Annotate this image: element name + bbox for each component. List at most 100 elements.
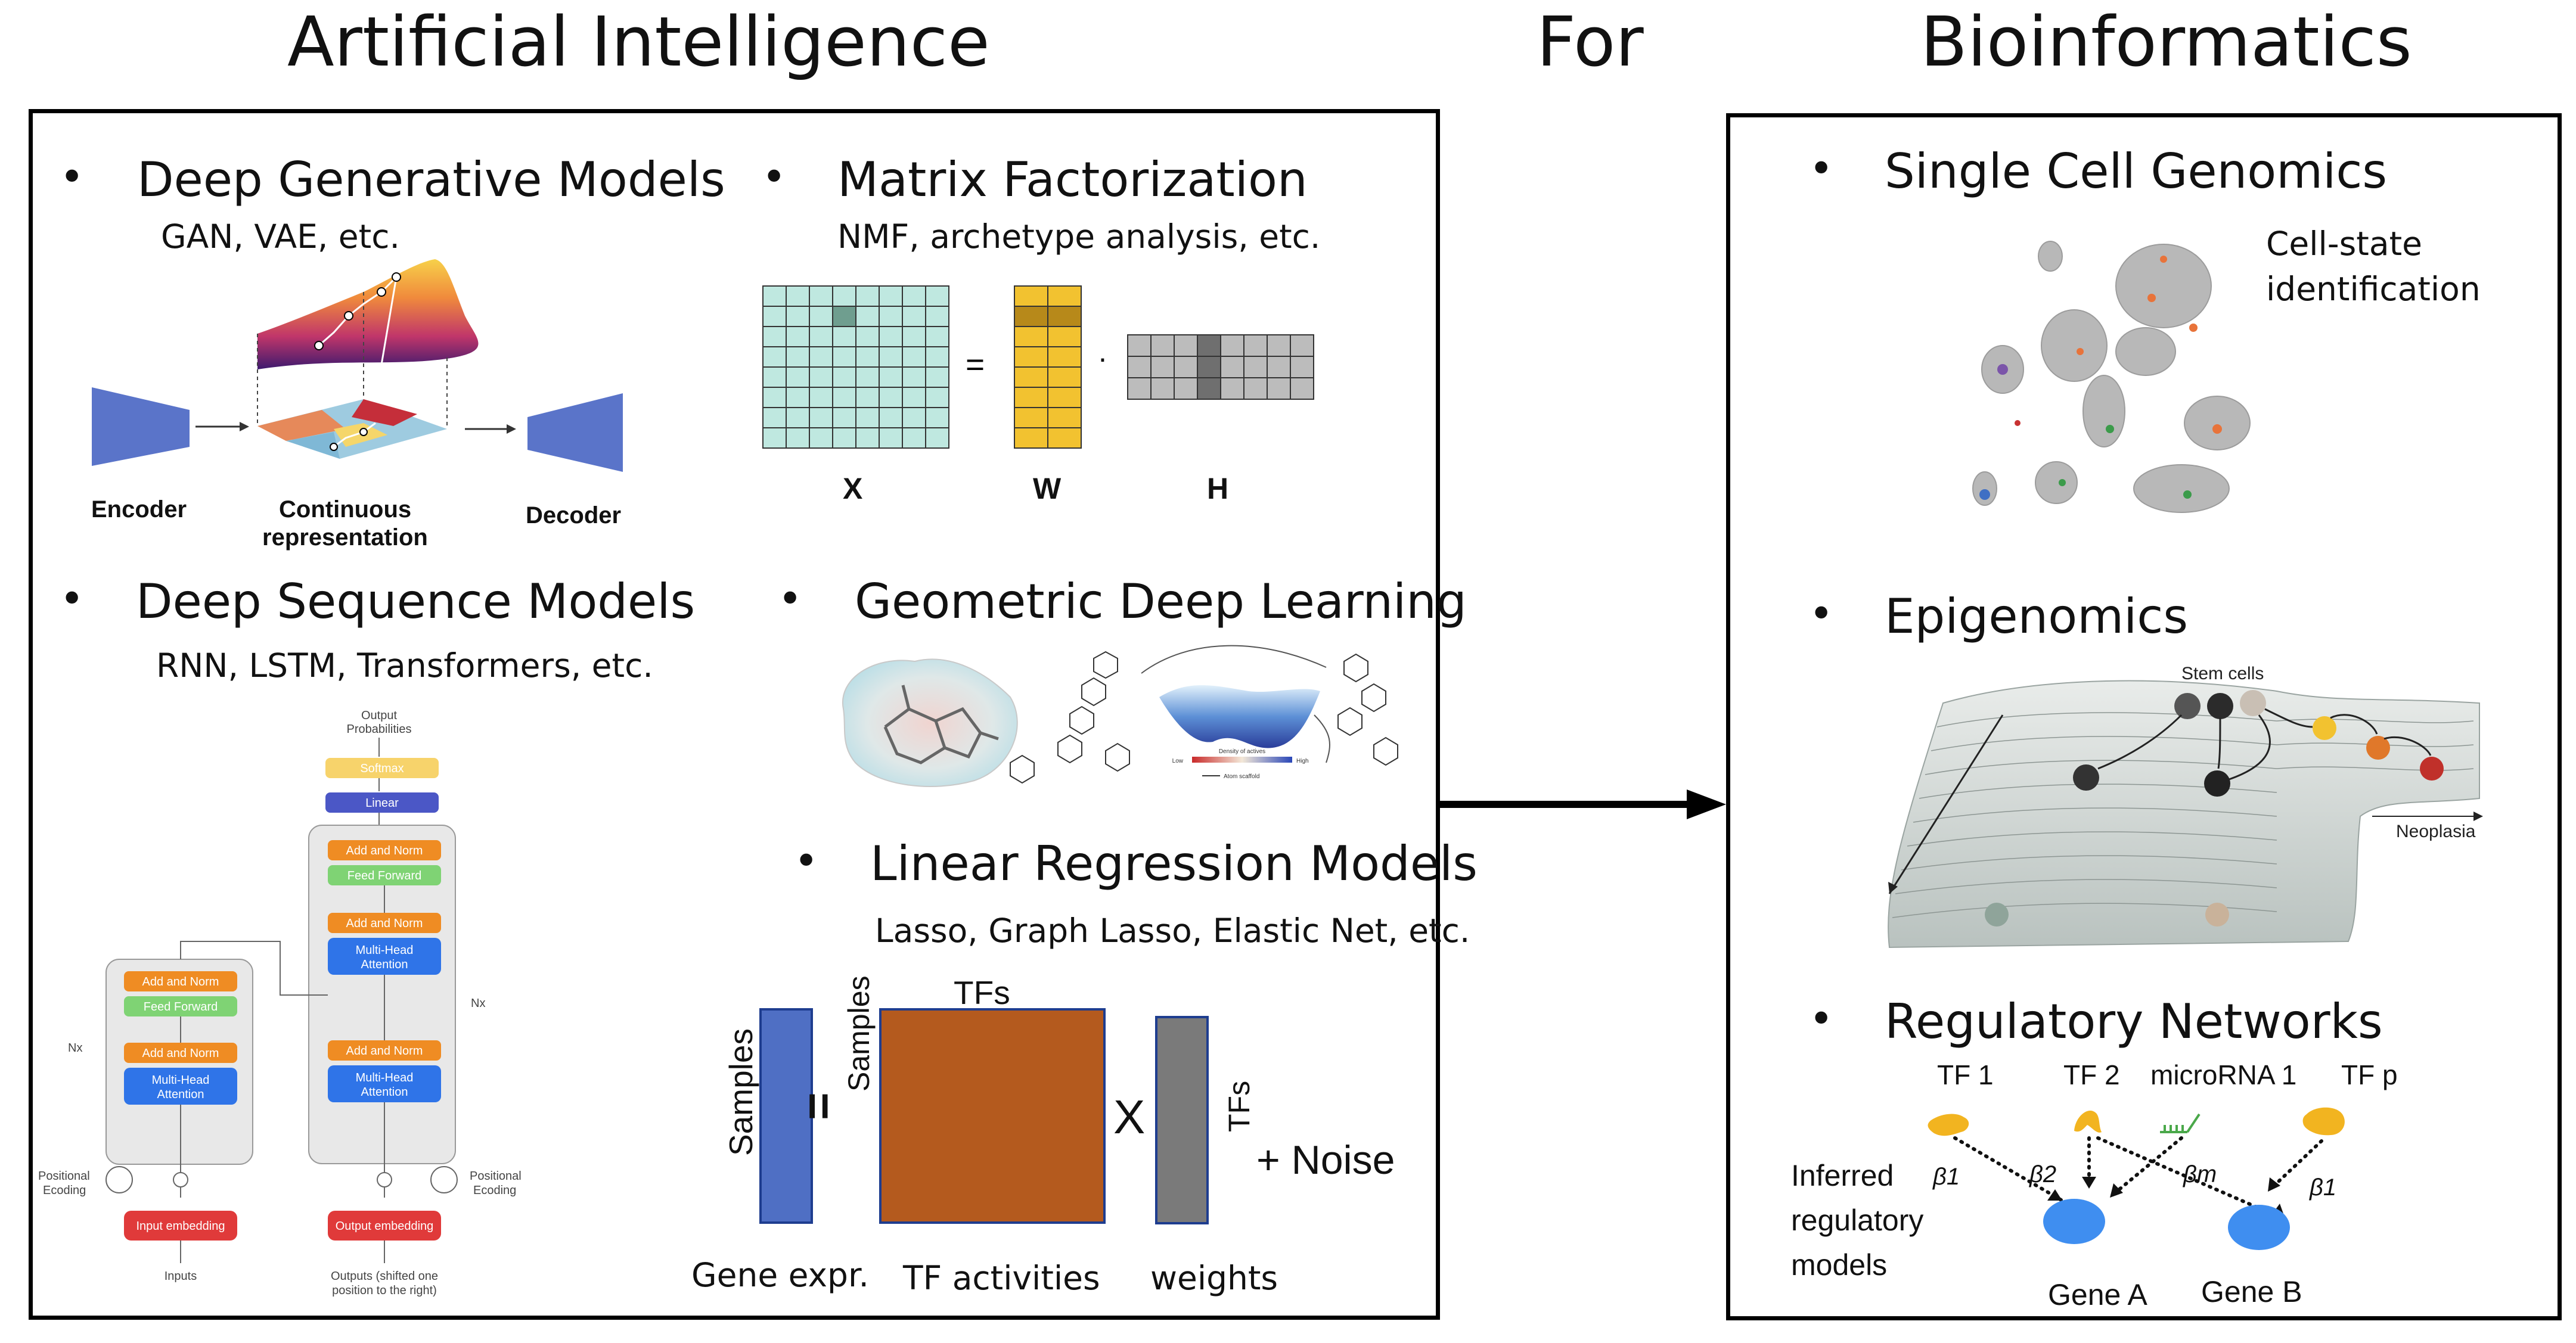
matrix-x-cell bbox=[925, 346, 949, 368]
scg-note-2: identification bbox=[2266, 270, 2481, 308]
matrix-x-cell bbox=[786, 346, 810, 368]
matrix-w-cell bbox=[1047, 407, 1082, 428]
matrix-w-cell bbox=[1014, 285, 1048, 307]
svg-text:Add and Norm: Add and Norm bbox=[346, 1044, 423, 1058]
matrix-h-cell bbox=[1267, 356, 1291, 378]
svg-text:Nx: Nx bbox=[471, 997, 485, 1010]
scg-title: Single Cell Genomics bbox=[1885, 144, 2388, 199]
svg-text:position to the right): position to the right) bbox=[332, 1284, 437, 1297]
mirna-shape bbox=[2160, 1113, 2201, 1133]
dgm-title: Deep Generative Models bbox=[137, 152, 725, 207]
matrix-x-cell bbox=[902, 285, 926, 307]
matrix-w-cell bbox=[1014, 366, 1048, 388]
decoder-label: Decoder bbox=[526, 502, 622, 529]
bullet: • bbox=[794, 837, 819, 885]
bullet: • bbox=[778, 574, 803, 623]
mf-title: Matrix Factorization bbox=[837, 152, 1308, 207]
svg-text:Input embedding: Input embedding bbox=[136, 1220, 225, 1233]
matrix-x-cell bbox=[855, 285, 880, 307]
svg-text:Multi-Head: Multi-Head bbox=[152, 1074, 210, 1087]
matrix-h-cell bbox=[1150, 356, 1175, 378]
svg-text:Attention: Attention bbox=[361, 958, 408, 971]
matrix-x-cell bbox=[832, 326, 856, 347]
matrix-x-cell bbox=[855, 387, 880, 408]
vae-diagram bbox=[92, 259, 623, 472]
svg-text:Feed Forward: Feed Forward bbox=[347, 869, 422, 882]
matrix-h-cell bbox=[1267, 377, 1291, 400]
matrix-x-cell bbox=[832, 366, 856, 388]
tfp-shape bbox=[2302, 1107, 2345, 1136]
matrix-h-cell bbox=[1127, 377, 1152, 400]
gene-b-node bbox=[2228, 1205, 2290, 1250]
tf2-label: TF 2 bbox=[2063, 1059, 2120, 1090]
encoder-shape bbox=[92, 387, 190, 466]
matrix-x-cell bbox=[786, 427, 810, 449]
dsm-title: Deep Sequence Models bbox=[136, 574, 696, 629]
matrix-x-cell bbox=[902, 366, 926, 388]
beta2: β2 bbox=[2029, 1161, 2056, 1187]
noise-label: + Noise bbox=[1256, 1137, 1395, 1183]
inferred-3: models bbox=[1791, 1248, 1887, 1282]
matrix-x-cell bbox=[879, 387, 903, 408]
matrix-h-cell bbox=[1150, 334, 1175, 357]
matrix-w-cell bbox=[1047, 306, 1082, 327]
matrix-h-cell bbox=[1220, 356, 1244, 378]
matrix-x-cell bbox=[832, 387, 856, 408]
lrm-title: Linear Regression Models bbox=[870, 836, 1478, 891]
samples-left-label: Samples bbox=[722, 1028, 759, 1156]
matrix-x-cell bbox=[809, 366, 833, 388]
gdl-title: Geometric Deep Learning bbox=[855, 574, 1467, 629]
beta1-b: β1 bbox=[2309, 1174, 2336, 1201]
waddington-landscape: Stem cells Neoplasia bbox=[1888, 664, 2483, 949]
matrix-h-cell bbox=[1243, 356, 1268, 378]
epi-title: Epigenomics bbox=[1885, 589, 2189, 644]
dsm-subtitle: RNN, LSTM, Transformers, etc. bbox=[156, 646, 653, 685]
svg-text:Add and Norm: Add and Norm bbox=[346, 917, 423, 930]
gdl-illustration: Density of actives Low High Atom scaffol… bbox=[842, 645, 1398, 787]
matrix-h-cell bbox=[1127, 334, 1152, 357]
svg-text:Multi-Head: Multi-Head bbox=[356, 944, 414, 957]
matrix-x-cell bbox=[855, 407, 880, 428]
matrix-h-cell bbox=[1174, 334, 1198, 357]
matrix-x-cell bbox=[809, 427, 833, 449]
matrix-x-cell bbox=[855, 346, 880, 368]
transformer-diagram: Output Probabilities Softmax Linear Add … bbox=[38, 709, 522, 1297]
svg-text:Attention: Attention bbox=[361, 1086, 408, 1099]
continuous-label-1: Continuous bbox=[279, 496, 412, 523]
matrix-h-cell bbox=[1197, 377, 1221, 400]
mf-w-label: W bbox=[1033, 472, 1062, 505]
weights-label: weights bbox=[1150, 1259, 1278, 1297]
lrm-subtitle: Lasso, Graph Lasso, Elastic Net, etc. bbox=[875, 912, 1470, 950]
gene-a-node bbox=[2043, 1199, 2105, 1244]
svg-text:Softmax: Softmax bbox=[360, 762, 404, 775]
matrix-x-cell bbox=[832, 306, 856, 327]
matrix-w-cell bbox=[1047, 366, 1082, 388]
matrix-x-cell bbox=[762, 387, 787, 408]
betam: βm bbox=[2183, 1161, 2217, 1187]
tf2-shape bbox=[2074, 1111, 2102, 1133]
matrix-x-cell bbox=[902, 306, 926, 327]
matrix-x-cell bbox=[832, 427, 856, 449]
svg-text:Ecoding: Ecoding bbox=[43, 1184, 86, 1197]
matrix-x-cell bbox=[786, 387, 810, 408]
matrix-h-cell bbox=[1197, 334, 1221, 357]
matrix-w-cell bbox=[1014, 306, 1048, 327]
bullet: • bbox=[1809, 589, 1834, 638]
matrix-x-cell bbox=[902, 326, 926, 347]
output-probs-2: Probabilities bbox=[347, 723, 412, 736]
tfs-top-label: TFs bbox=[954, 974, 1010, 1011]
output-probs-1: Output bbox=[361, 709, 397, 722]
matrix-h-cell bbox=[1243, 377, 1268, 400]
softmax-box bbox=[325, 758, 439, 778]
gene-expr-matrix bbox=[759, 1008, 813, 1224]
latent-surface bbox=[257, 259, 479, 369]
matrix-x-cell bbox=[762, 306, 787, 327]
tf-activities-label: TF activities bbox=[903, 1259, 1100, 1297]
bullet: • bbox=[762, 153, 787, 201]
svg-text:Add and Norm: Add and Norm bbox=[142, 975, 219, 988]
dgm-subtitle: GAN, VAE, etc. bbox=[161, 217, 400, 256]
matrix-x-cell bbox=[832, 407, 856, 428]
header-for: For bbox=[1537, 2, 1644, 82]
matrix-x-cell bbox=[879, 407, 903, 428]
matrix-x-cell bbox=[832, 285, 856, 307]
